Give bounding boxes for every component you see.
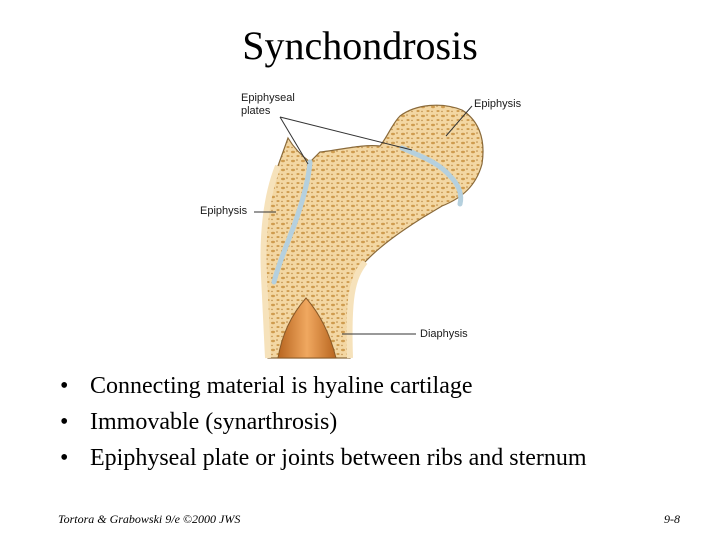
bullet-icon: • bbox=[60, 445, 69, 471]
bone-illustration bbox=[254, 104, 484, 359]
leader-plates-2 bbox=[279, 116, 413, 151]
cortical-right bbox=[346, 260, 368, 359]
label-epiphyseal-plates: Epiphyseal plates bbox=[241, 92, 295, 118]
footer-citation: Tortora & Grabowski 9/e ©2000 JWS bbox=[58, 512, 241, 526]
leader-plates-1 bbox=[279, 116, 309, 165]
slide-number: 9-8 bbox=[664, 512, 680, 526]
bullet-item: • Connecting material is hyaline cartilag… bbox=[58, 368, 698, 404]
label-epiphysis-top: Epiphysis bbox=[474, 98, 522, 110]
label-epiphyseal-line2: plates bbox=[241, 105, 271, 117]
bullet-item: • Epiphyseal plate or joints between ribs… bbox=[58, 440, 698, 476]
bullet-text: Immovable (synarthrosis) bbox=[90, 409, 338, 435]
bullet-list: • Connecting material is hyaline cartilag… bbox=[58, 368, 698, 476]
femur-diagram: Epiphyseal plates Epiphysis Epiphysis Di… bbox=[180, 86, 522, 362]
leader-epiphysis-top bbox=[445, 105, 473, 137]
label-epiphysis-left: Epiphysis bbox=[200, 205, 248, 217]
label-diaphysis: Diaphysis bbox=[420, 328, 468, 340]
label-epiphyseal-line1: Epiphyseal bbox=[241, 92, 295, 104]
marrow-cavity bbox=[277, 297, 337, 359]
bullet-icon: • bbox=[60, 373, 69, 399]
cortical-left bbox=[260, 164, 281, 359]
bullet-icon: • bbox=[60, 409, 69, 435]
epiphyseal-plate-greater-trochanter bbox=[271, 159, 313, 285]
bullet-text: Epiphyseal plate or joints between ribs … bbox=[90, 445, 587, 471]
bone-body bbox=[262, 104, 484, 359]
epiphyseal-plate-head bbox=[399, 145, 464, 207]
bullet-item: • Immovable (synarthrosis) bbox=[58, 404, 698, 440]
slide-title: Synchondrosis bbox=[242, 23, 478, 68]
bullet-text: Connecting material is hyaline cartilage bbox=[90, 373, 473, 399]
